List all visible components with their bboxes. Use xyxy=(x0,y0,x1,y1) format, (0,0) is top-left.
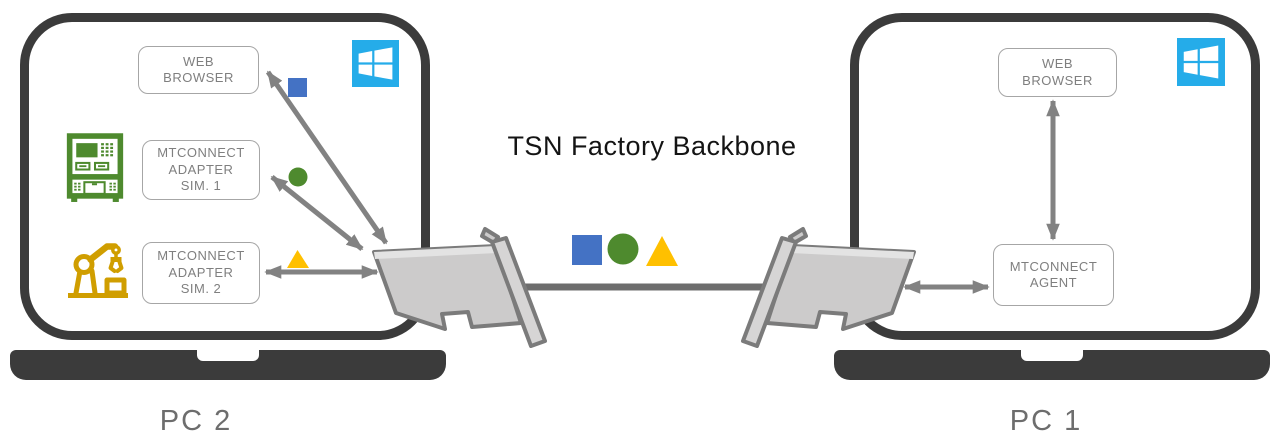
pc1-agent-line2: AGENT xyxy=(1029,275,1078,290)
pc2-adapter-sim2-line2: ADAPTER xyxy=(168,264,234,280)
pc2-adapter-sim1-line3: SIM. 1 xyxy=(180,178,222,194)
backbone-title: TSN Factory Backbone xyxy=(507,131,797,161)
pc1-mtconnect-agent-box: MTCONNECT AGENT xyxy=(993,244,1114,306)
pc2-laptop-notch xyxy=(197,350,259,361)
pc1-web-browser-box: WEB BROWSER xyxy=(998,48,1117,97)
pc1-laptop-base xyxy=(834,350,1270,380)
pc2-adapter-sim1-line1: MTCONNECT xyxy=(157,145,245,161)
pc2-adapter-sim2-line3: SIM. 2 xyxy=(180,281,222,297)
pc2-adapter-sim2-line1: MTCONNECT xyxy=(157,248,245,264)
pc1-web-browser-label-line2: BROWSER xyxy=(1022,72,1093,88)
pc2-web-browser-box: WEB BROWSER xyxy=(138,46,259,94)
pc2-web-browser-label-line1: WEB xyxy=(182,53,215,69)
pc1-web-browser-label-line1: WEB xyxy=(1041,56,1074,71)
pc2-adapter-sim1-line2: ADAPTER xyxy=(168,161,234,177)
pc1-laptop-notch xyxy=(1021,350,1083,361)
pc2-laptop-base xyxy=(10,350,446,380)
pc2-web-browser-label-line2: BROWSER xyxy=(163,70,234,85)
pc1-agent-line1: MTCONNECT xyxy=(1009,258,1098,274)
pc2-label: PC 2 xyxy=(159,405,233,437)
pc2-adapter-sim1-box: MTCONNECT ADAPTER SIM. 1 xyxy=(142,140,260,200)
pc2-adapter-sim2-box: MTCONNECT ADAPTER SIM. 2 xyxy=(142,242,260,304)
yellow-triangle-marker xyxy=(646,236,678,266)
blue-square-marker xyxy=(572,235,602,265)
green-circle-marker xyxy=(607,233,639,265)
pc1-label: PC 1 xyxy=(1009,405,1083,437)
